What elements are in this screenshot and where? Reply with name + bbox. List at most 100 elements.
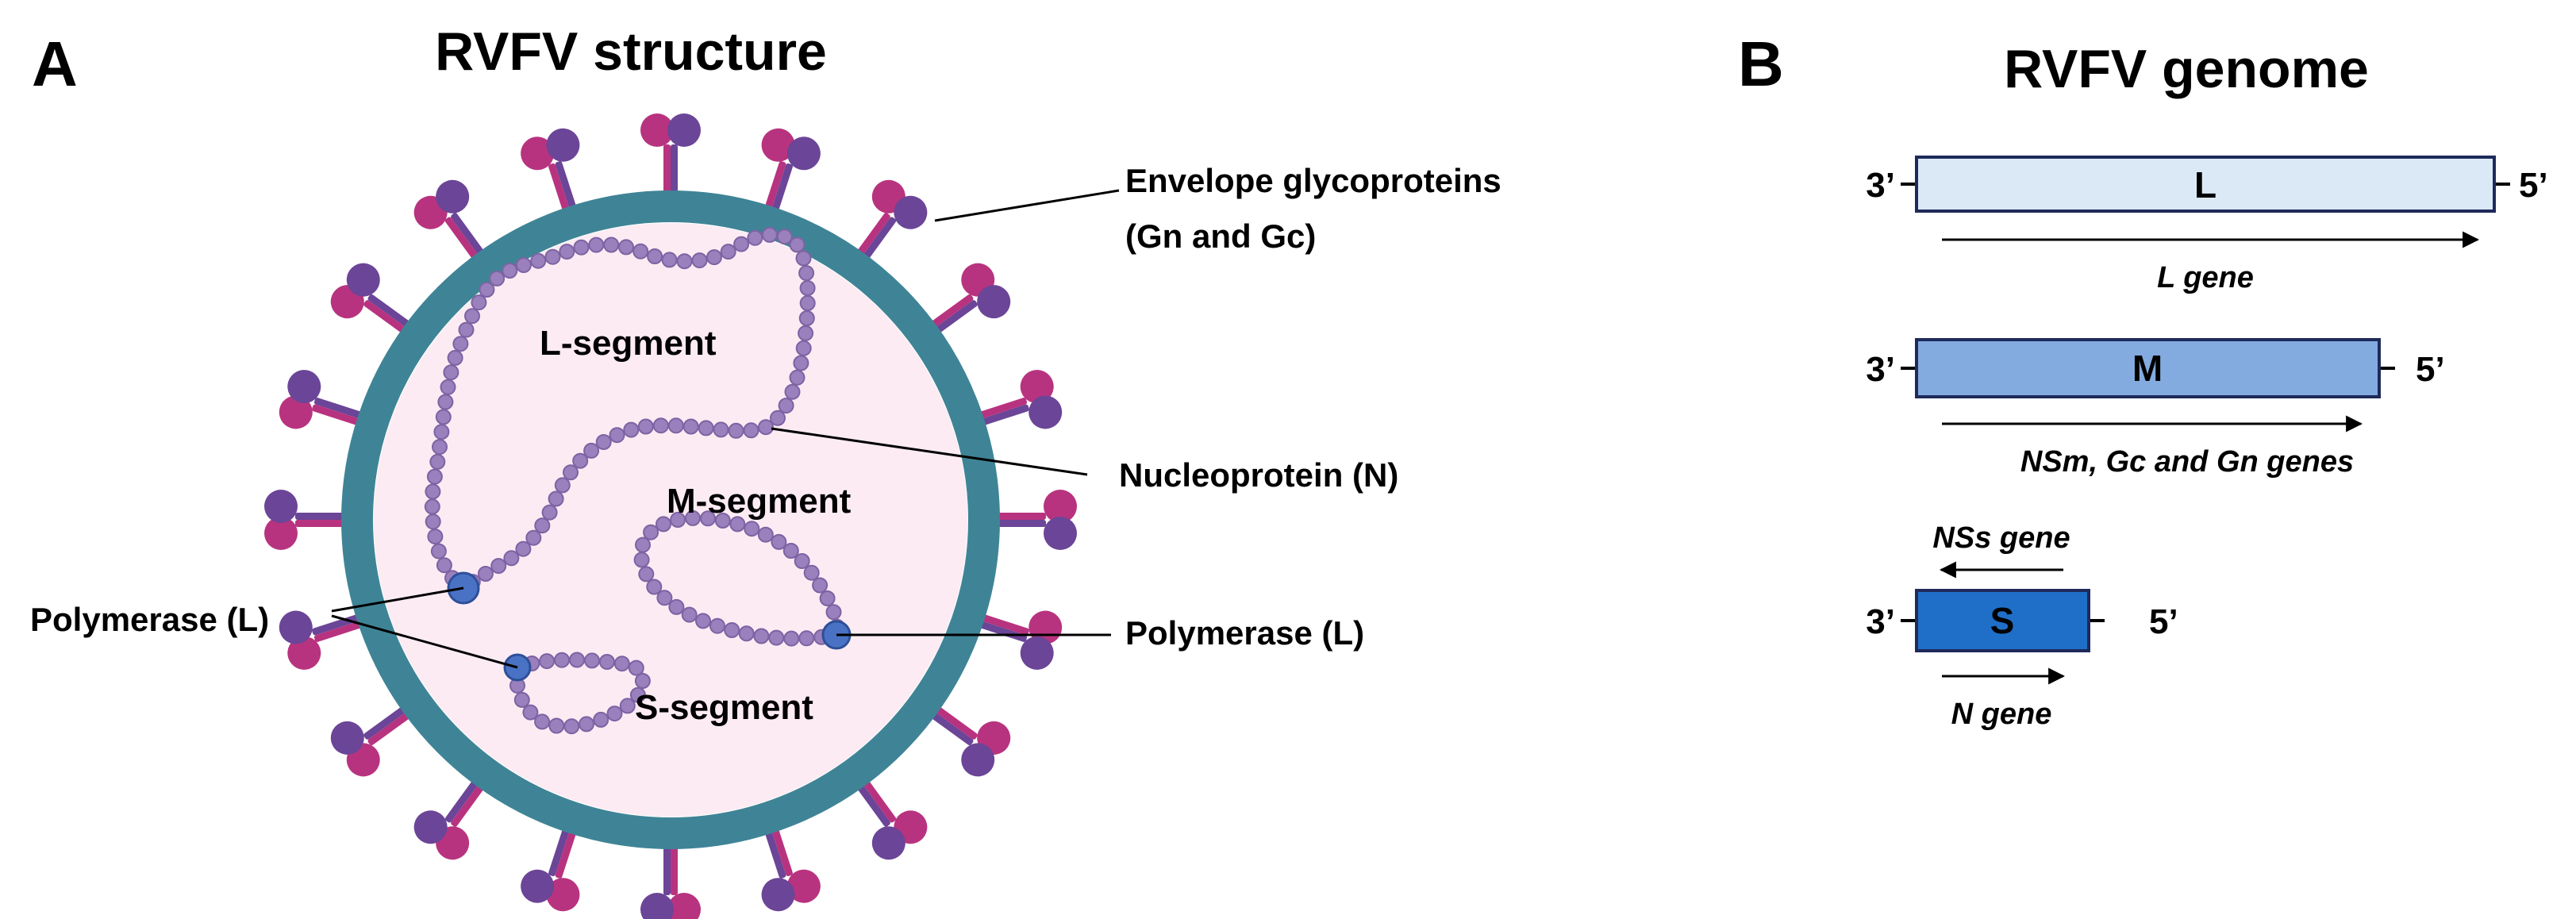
m-segment-bead [729, 516, 746, 533]
l-segment-bead [795, 340, 812, 356]
segment-s-label: S [1990, 600, 2015, 641]
l-segment-label: L-segment [540, 324, 717, 363]
envelope-glycoproteins-sublabel: (Gn and Gc) [1125, 217, 1316, 255]
l-segment-bead [667, 417, 684, 434]
l-segment-bead [502, 263, 518, 279]
l-gene-label: L gene [2157, 261, 2254, 294]
l-segment-bead [490, 558, 507, 575]
l-segment-bead [784, 383, 801, 400]
l-segment-bead [443, 364, 459, 381]
m-segment-bead [685, 509, 701, 526]
m-segment-bead [768, 629, 785, 646]
l-segment-bead [563, 464, 579, 481]
l-segment-bead [618, 239, 634, 256]
nss-gene-label: NSs gene [1932, 521, 2070, 555]
l-segment-bead [595, 434, 612, 450]
panel-a-letter: A [32, 29, 78, 99]
virion-envelope [341, 190, 1000, 849]
m-segment-bead [633, 552, 650, 568]
s-segment-bead [579, 716, 594, 733]
polymerase-label-left: Polymerase (L) [30, 601, 269, 638]
glycoprotein-spike [279, 370, 382, 432]
segment-m-box [1915, 338, 2381, 398]
m-segment-bead [771, 533, 787, 550]
m-segment-bead [812, 577, 829, 594]
envelope-glycoproteins-label: Envelope glycoproteins [1125, 162, 1501, 199]
l-segment-bead [583, 442, 600, 459]
l-segment-bead [436, 557, 452, 574]
m-segment-bead [656, 590, 673, 606]
l-segment-bead [447, 349, 463, 366]
l-segment-bead [676, 253, 693, 270]
l-segment-bead [429, 453, 446, 470]
l-segment-bead [652, 417, 669, 434]
s-segment-bead [569, 652, 585, 668]
l-segment-bead [437, 394, 454, 410]
panel-b-letter: B [1738, 29, 1784, 99]
genome-segment-m: 3’ 5’ M NSm, Gc and Gn genes [1866, 338, 2445, 479]
m-segment-bead [757, 526, 774, 543]
l-segment-bead [798, 265, 815, 282]
s-segment-bead [539, 653, 556, 670]
l-segment-bead [573, 239, 590, 256]
s-segment-bead [634, 673, 651, 689]
l-segment-bead [477, 566, 494, 582]
m-segment-bead [668, 598, 685, 615]
genome-segment-l: 3’ 5’ L L gene [1866, 156, 2548, 294]
l-segment-bead [789, 369, 805, 386]
segment-m-5prime: 5’ [2416, 350, 2445, 389]
m-segment-bead [681, 606, 698, 623]
m-segment-bead [656, 516, 671, 533]
s-segment-bead [584, 652, 600, 669]
panel-b: B RVFV genome 3’ 5’ L L gene 3’ 5’ M NSm… [1738, 29, 2548, 731]
l-segment-bead [691, 252, 708, 269]
l-segment-bead [647, 248, 663, 264]
segment-m-label: M [2132, 348, 2163, 389]
m-segment-bead [643, 524, 659, 540]
l-segment-bead [425, 513, 441, 530]
l-segment-bead [747, 229, 763, 246]
panel-b-title: RVFV genome [2004, 39, 2369, 99]
m-segment-bead [700, 510, 716, 527]
l-segment-bead [789, 236, 805, 253]
l-segment-bead [489, 270, 506, 286]
l-segment-bead [458, 321, 475, 338]
l-segment-bead [743, 422, 759, 439]
l-segment-bead [632, 243, 649, 260]
l-segment-bead [572, 452, 589, 469]
l-segment-bead [471, 294, 487, 311]
s-segment-bead [593, 711, 609, 728]
s-segment-bead [513, 691, 530, 708]
panel-a: A RVFV structure L-segment M-segment S-s… [30, 21, 1501, 919]
m-segment-bead [794, 553, 810, 569]
nucleoprotein-label: Nucleoprotein (N) [1119, 456, 1398, 494]
m-segment-bead [819, 590, 836, 606]
l-segment-bead [799, 295, 816, 311]
l-segment-bead [798, 325, 814, 341]
s-segment-bead [522, 704, 539, 721]
segment-m-3prime: 3’ [1866, 350, 1895, 389]
l-segment-bead [554, 477, 571, 494]
l-segment-bead [503, 550, 520, 567]
l-segment-bead [530, 252, 547, 269]
l-segment-bead [479, 282, 495, 298]
m-segment-bead [825, 604, 842, 621]
l-segment-bead [706, 249, 722, 266]
l-segment-bead [424, 498, 440, 515]
l-segment-bead [603, 236, 620, 253]
m-segment-bead [709, 617, 725, 634]
l-segment-bead [698, 420, 714, 436]
segment-s-5prime: 5’ [2149, 602, 2178, 641]
segment-s-3prime: 3’ [1866, 602, 1895, 641]
m-segment-bead [798, 630, 815, 647]
n-gene-label: N gene [1951, 698, 2052, 731]
m-segment-label: M-segment [667, 482, 852, 521]
l-segment-bead [432, 439, 448, 456]
l-segment-bead [637, 418, 654, 435]
l-segment-bead [525, 529, 542, 546]
segment-l-3prime: 3’ [1866, 166, 1895, 205]
m-segment-bead [714, 513, 731, 529]
s-segment-bead [548, 717, 565, 734]
s-segment-bead [619, 698, 636, 714]
s-segment-label: S-segment [635, 688, 813, 727]
